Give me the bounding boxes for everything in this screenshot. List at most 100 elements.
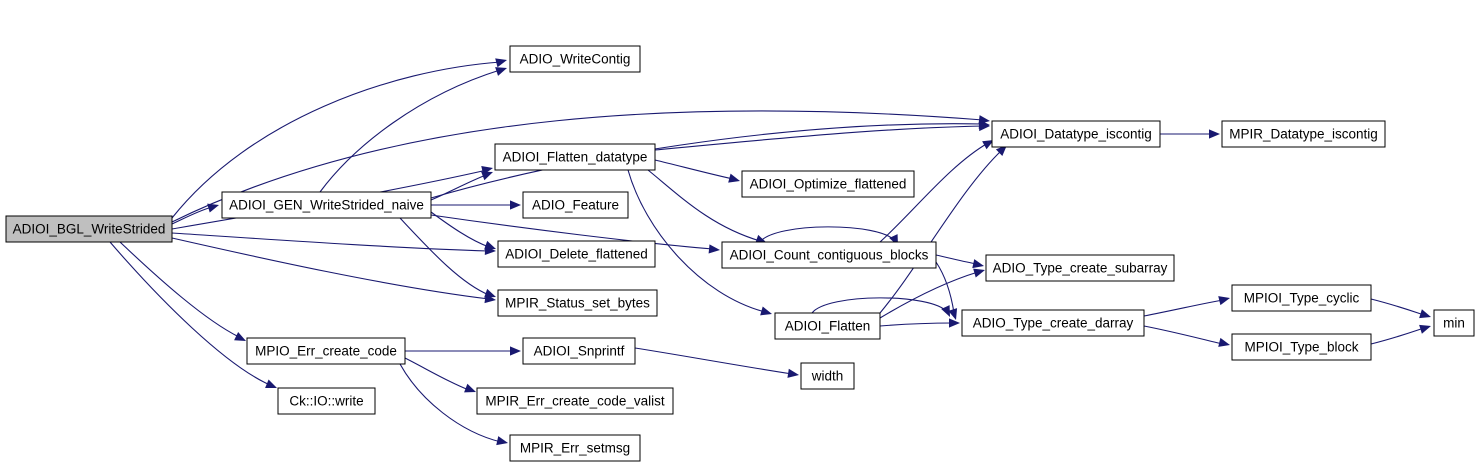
node-width[interactable]: width [800,362,855,390]
node-label: ADIOI_Flatten [785,319,871,334]
node-label: MPIO_Err_create_code [255,344,397,359]
node-adioi-snprintf[interactable]: ADIOI_Snprintf [522,337,636,365]
node-adioi-optimize-flattened[interactable]: ADIOI_Optimize_flattened [741,170,915,198]
node-box[interactable] [497,289,658,317]
node-mpir-status-set-bytes[interactable]: MPIR_Status_set_bytes [497,289,658,317]
arrowhead-icon [1218,296,1230,306]
arrowhead-icon [755,234,767,244]
arrowhead-icon [510,200,521,210]
node-adio-type-create-subarray[interactable]: ADIO_Type_create_subarray [985,254,1175,282]
node-box[interactable] [800,362,855,390]
arrowhead-icon [972,259,984,269]
edge-ADIOI_Flatten-to-ADIOI_Flatten [811,297,950,317]
node-adioi-count-contiguous-blocks[interactable]: ADIOI_Count_contiguous_blocks [721,241,937,269]
node-box[interactable] [1433,309,1475,337]
arrowhead-icon [948,308,958,320]
edge-MPIOI_Type_cyclic-to-min [1370,298,1431,319]
node-mpioi-type-block[interactable]: MPIOI_Type_block [1231,333,1372,361]
node-box[interactable] [5,215,173,243]
arrowhead-icon [1419,324,1431,334]
node-box[interactable] [1231,284,1372,312]
edge-ADIOI_GEN_WriteStrided_naive-to-ADIO_Feature [431,200,521,210]
node-mpir-err-setmsg[interactable]: MPIR_Err_setmsg [509,434,641,462]
edge-ADIOI_Flatten-to-ADIOI_Datatype_iscontig [879,145,1007,314]
node-label: min [1443,316,1465,331]
edge-ADIOI_Flatten-to-ADIO_Type_create_subarray [879,268,985,319]
arrowhead-icon [484,240,496,250]
node-mpio-err-create-code[interactable]: MPIO_Err_create_code [246,337,406,365]
node-label: ADIOI_BGL_WriteStrided [13,222,166,237]
node-label: MPIR_Status_set_bytes [505,296,650,311]
node-label: MPIR_Datatype_iscontig [1229,127,1378,142]
node-label: ADIO_Feature [532,198,619,213]
edge-ADIOI_BGL_WriteStrided-to-ADIO_WriteContig [171,58,507,219]
edge-MPIO_Err_create_code-to-MPIR_Err_setmsg [399,363,508,446]
node-adioi-delete-flattened[interactable]: ADIOI_Delete_flattened [497,240,656,268]
node-label: ADIOI_Delete_flattened [505,247,648,262]
node-adio-writecontig[interactable]: ADIO_WriteContig [509,45,641,73]
edge-ADIOI_Flatten-to-ADIO_Type_create_darray [879,318,960,328]
node-box[interactable] [721,241,937,269]
arrowhead-icon [265,379,277,389]
edge-MPIO_Err_create_code-to-MPIR_Err_create_code_valist [404,357,476,393]
node-box[interactable] [497,240,656,268]
node-box[interactable] [1221,120,1386,148]
arrowhead-icon [510,346,521,356]
node-adio-type-create-darray[interactable]: ADIO_Type_create_darray [961,309,1145,337]
node-box[interactable] [476,387,674,415]
node-box[interactable] [277,387,376,415]
edge-ADIOI_Count_contiguous_blocks-to-ADIOI_Datatype_iscontig [879,140,994,243]
arrowhead-icon [982,140,994,150]
node-adioi-datatype-iscontig[interactable]: ADIOI_Datatype_iscontig [991,120,1161,148]
arrowhead-icon [708,244,720,254]
node-box[interactable] [741,170,915,198]
node-box[interactable] [494,143,656,171]
arrowhead-icon [973,268,985,278]
edge-ADIOI_GEN_WriteStrided_naive-to-ADIO_WriteContig [319,67,507,193]
arrowhead-icon [760,306,772,316]
arrowhead-icon [995,145,1007,156]
edge-ADIO_Type_create_darray-to-MPIOI_Type_cyclic [1143,296,1230,317]
node-box[interactable] [774,312,881,340]
node-label: ADIOI_Count_contiguous_blocks [730,248,929,263]
arrowhead-icon [787,368,799,378]
edge-ADIOI_Flatten_datatype-to-ADIOI_Optimize_flattened [654,159,740,183]
node-mpir-err-create-code-valist[interactable]: MPIR_Err_create_code_valist [476,387,674,415]
node-adioi-bgl-writestrided[interactable]: ADIOI_BGL_WriteStrided [5,215,173,243]
node-adioi-gen-writestrided-naive[interactable]: ADIOI_GEN_WriteStrided_naive [221,191,432,219]
node-box[interactable] [985,254,1175,282]
node-box[interactable] [509,45,641,73]
node-adioi-flatten[interactable]: ADIOI_Flatten [774,312,881,340]
arrowhead-icon [1218,337,1230,347]
node-ck-io-write[interactable]: Ck::IO::write [277,387,376,415]
edge-ADIOI_Flatten_datatype-to-ADIOI_Count_contiguous_blocks [647,169,767,244]
edge-ADIOI_Flatten_datatype-to-ADIOI_Datatype_iscontig [654,121,990,151]
node-mpioi-type-cyclic[interactable]: MPIOI_Type_cyclic [1231,284,1372,312]
node-box[interactable] [522,191,629,219]
edge-ADIOI_Count_contiguous_blocks-to-ADIO_Type_create_darray [935,261,958,320]
node-box[interactable] [522,337,636,365]
arrowhead-icon [978,121,990,132]
node-box[interactable] [961,309,1145,337]
node-mpir-datatype-iscontig[interactable]: MPIR_Datatype_iscontig [1221,120,1386,148]
node-box[interactable] [221,191,432,219]
arrowhead-icon [949,318,960,328]
node-label: ADIOI_Flatten_datatype [503,150,648,165]
node-box[interactable] [991,120,1161,148]
edge-ADIOI_BGL_WriteStrided-to-ADIOI_Delete_flattened [171,232,496,256]
edge-ADIOI_BGL_WriteStrided-to-ADIOI_GEN_WriteStrided_naive [171,203,219,225]
arrowhead-icon [496,436,508,446]
node-min[interactable]: min [1433,309,1475,337]
node-box[interactable] [246,337,406,365]
node-adioi-flatten-datatype[interactable]: ADIOI_Flatten_datatype [494,143,656,171]
node-box[interactable] [1231,333,1372,361]
edge-ADIOI_GEN_WriteStrided_naive-to-ADIOI_Flatten_datatype [430,171,493,201]
edge-ADIOI_GEN_WriteStrided_naive-to-MPIR_Status_set_bytes [399,217,496,298]
arrowhead-icon [495,58,507,68]
node-box[interactable] [509,434,641,462]
nodes-layer: ADIOI_BGL_WriteStrided ADIOI_GEN_WriteStr… [5,45,1475,462]
node-adio-feature[interactable]: ADIO_Feature [522,191,629,219]
edge-ADIOI_Count_contiguous_blocks-to-ADIO_Type_create_subarray [935,254,984,269]
node-label: MPIR_Err_create_code_valist [485,394,665,409]
